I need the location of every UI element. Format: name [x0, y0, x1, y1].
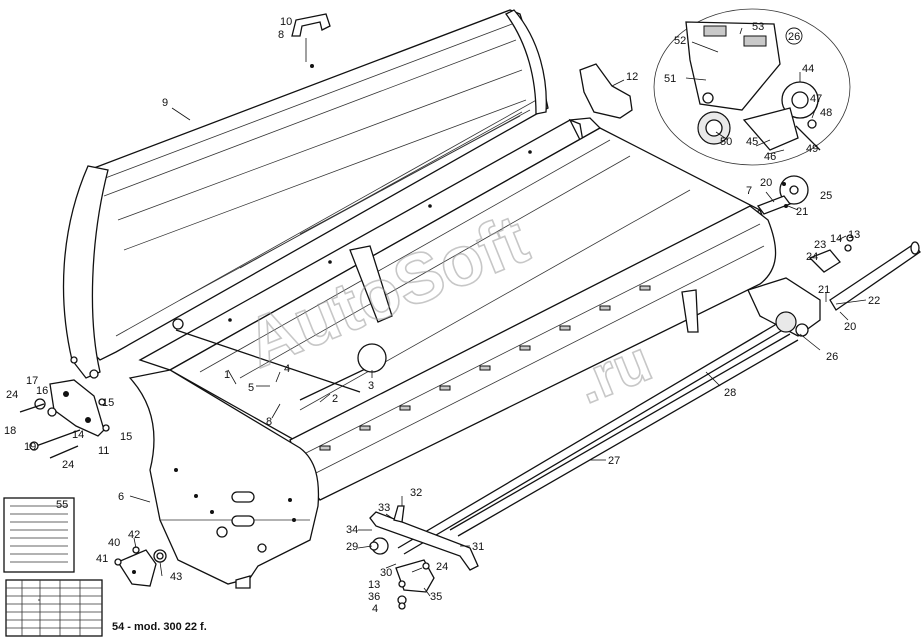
callout-13-bottom: 13 — [368, 579, 380, 591]
callout-14-right: 14 — [830, 233, 842, 245]
callout-circle-26 — [785, 27, 803, 45]
left-hinge-assembly — [19, 379, 110, 459]
callout-25: 25 — [820, 190, 832, 202]
callout-14-left: 14 — [72, 429, 84, 441]
flange-assembly — [756, 175, 809, 215]
callout-3: 3 — [368, 380, 374, 392]
leader-lines — [38, 27, 867, 601]
callout-51: 51 — [664, 73, 676, 85]
callout-13-right: 13 — [848, 229, 860, 241]
callout-4-bottom: 4 — [372, 603, 378, 615]
callout-16: 16 — [36, 385, 48, 397]
callout-24-left-bottom: 24 — [62, 459, 74, 471]
detail-view-26 — [653, 8, 851, 166]
callout-40: 40 — [108, 537, 120, 549]
callout-6: 6 — [118, 491, 124, 503]
callouts: 10 8 9 12 53 26 52 44 51 47 48 49 50 45 … — [4, 16, 880, 633]
callout-55: 55 — [56, 499, 68, 511]
callout-8: 8 — [278, 29, 284, 41]
callout-50: 50 — [720, 136, 732, 148]
callout-49: 49 — [806, 143, 818, 155]
callout-18: 18 — [4, 425, 16, 437]
hopper-body — [128, 117, 777, 589]
model-footnote: 54 - mod. 300 22 f. — [112, 621, 207, 633]
callout-20-top: 20 — [760, 177, 772, 189]
callout-30: 30 — [380, 567, 392, 579]
callout-24-left-top: 24 — [6, 389, 18, 401]
callout-1: 1 — [224, 369, 230, 381]
callout-26-detail: 26 — [788, 31, 800, 43]
callout-43: 43 — [170, 571, 182, 583]
callout-29: 29 — [346, 541, 358, 553]
callout-28: 28 — [724, 387, 736, 399]
callout-5: 5 — [248, 382, 254, 394]
callout-32: 32 — [410, 487, 422, 499]
documentation-sheet-55 — [3, 497, 75, 573]
callout-9: 9 — [162, 97, 168, 109]
callout-35: 35 — [430, 591, 442, 603]
callout-10: 10 — [280, 16, 292, 28]
callout-42: 42 — [128, 529, 140, 541]
callout-20-lower: 20 — [844, 321, 856, 333]
callout-7: 7 — [746, 185, 752, 197]
callout-31: 31 — [472, 541, 484, 553]
callout-26: 26 — [826, 351, 838, 363]
callout-4: 4 — [284, 363, 290, 375]
callout-27: 27 — [608, 455, 620, 467]
callout-53: 53 — [752, 21, 764, 33]
callout-2: 2 — [332, 393, 338, 405]
parts-table-54 — [5, 579, 103, 637]
right-drive-assembly — [747, 234, 921, 337]
callout-47: 47 — [810, 93, 822, 105]
shafts — [397, 321, 799, 555]
callout-19: 19 — [24, 441, 36, 453]
callout-24-bottom: 24 — [436, 561, 448, 573]
callout-15-lower: 15 — [120, 431, 132, 443]
bottom-lever-assembly — [369, 505, 479, 610]
callout-45: 45 — [746, 136, 758, 148]
callout-11: 11 — [98, 445, 109, 457]
callout-48: 48 — [820, 107, 832, 119]
bottom-left-bracket — [114, 546, 167, 587]
callout-44: 44 — [802, 63, 814, 75]
callout-34: 34 — [346, 524, 358, 536]
callout-12: 12 — [626, 71, 638, 83]
callout-36: 36 — [368, 591, 380, 603]
callout-24-right: 24 — [806, 251, 818, 263]
callout-52: 52 — [674, 35, 686, 47]
callout-17: 17 — [26, 375, 38, 387]
callout-41: 41 — [96, 553, 108, 565]
callout-33: 33 — [378, 502, 390, 514]
callout-22: 22 — [868, 295, 880, 307]
lid-cover — [62, 9, 549, 379]
callout-8-lower: 8 — [266, 416, 272, 428]
callout-23: 23 — [814, 239, 826, 251]
callout-21-top: 21 — [796, 206, 808, 218]
callout-15-top: 15 — [102, 397, 114, 409]
callout-21-lower: 21 — [818, 284, 830, 296]
callout-46: 46 — [764, 151, 776, 163]
bracket-12 — [579, 63, 633, 119]
